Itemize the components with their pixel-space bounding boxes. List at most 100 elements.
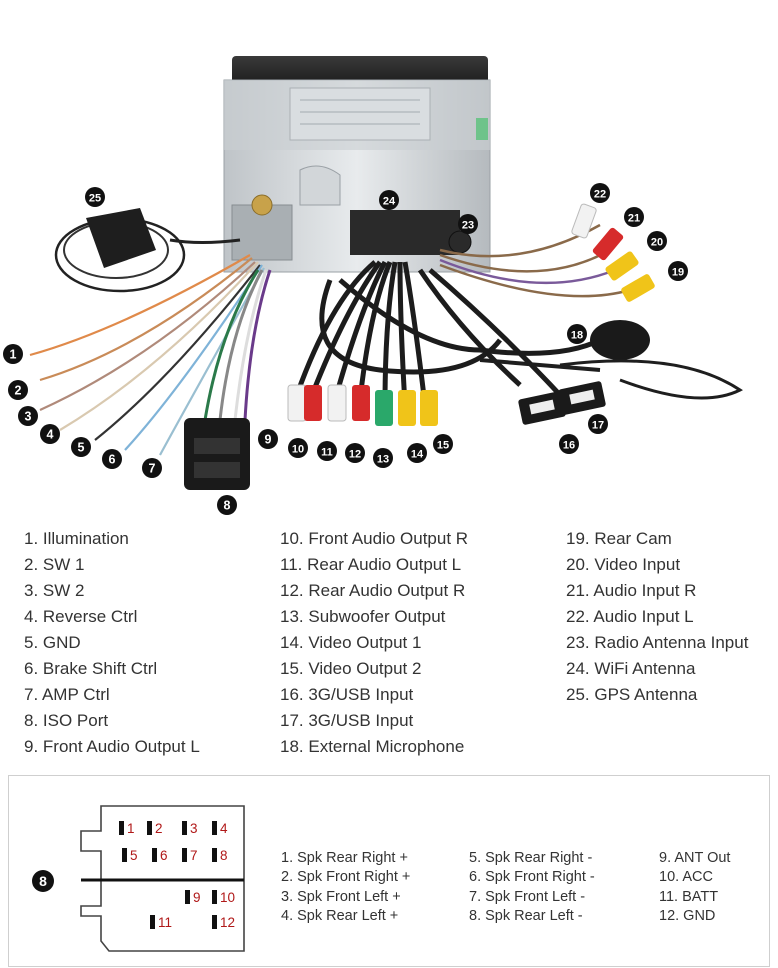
iso-pin-7: 7 bbox=[182, 848, 198, 863]
legend-item: 8. ISO Port bbox=[24, 711, 109, 730]
callout-label: 11 bbox=[321, 447, 333, 459]
external-microphone bbox=[479, 320, 743, 400]
iso-pin-3: 3 bbox=[182, 821, 198, 836]
wire-bundle-left bbox=[29, 254, 272, 456]
legend-item: 19. Rear Cam bbox=[566, 529, 672, 548]
pin-item: 6. Spk Front Right - bbox=[469, 869, 595, 886]
callout-label: 22 bbox=[594, 189, 606, 201]
legend-item: 9. Front Audio Output L bbox=[24, 737, 200, 756]
iso-callout-badge: 8 bbox=[32, 870, 54, 892]
pin-item: 7. Spk Front Left - bbox=[469, 888, 586, 905]
callout-21: 21 bbox=[624, 207, 644, 227]
iso-callout-label: 8 bbox=[39, 873, 47, 889]
iso-pin-label: 9 bbox=[193, 890, 201, 905]
callout-label: 6 bbox=[109, 453, 116, 467]
callout-label: 8 bbox=[224, 499, 231, 513]
callout-16: 16 bbox=[559, 434, 579, 454]
callout-7: 7 bbox=[142, 458, 162, 478]
pin-item: 2. Spk Front Right + bbox=[281, 869, 411, 886]
iso-pin-label: 6 bbox=[160, 848, 168, 863]
callout-label: 7 bbox=[149, 462, 156, 476]
iso-pin-8: 8 bbox=[212, 848, 228, 863]
iso-pin-label: 1 bbox=[127, 821, 135, 836]
legend-item: 6. Brake Shift Ctrl bbox=[24, 659, 158, 678]
iso-pin-6: 6 bbox=[152, 848, 168, 863]
callout-25: 25 bbox=[85, 187, 105, 207]
legend-item: 13. Subwoofer Output bbox=[280, 607, 446, 626]
callout-label: 23 bbox=[462, 220, 474, 232]
legend-item: 12. Rear Audio Output R bbox=[280, 581, 466, 600]
iso-pin-label: 7 bbox=[190, 848, 198, 863]
callout-label: 21 bbox=[628, 213, 640, 225]
head-unit bbox=[223, 56, 491, 273]
pin-item: 12. GND bbox=[659, 907, 716, 924]
callout-label: 13 bbox=[377, 454, 389, 466]
callout-9: 9 bbox=[258, 429, 278, 449]
pin-item: 5. Spk Rear Right - bbox=[469, 850, 593, 866]
callout-label: 9 bbox=[265, 433, 272, 447]
iso-pin-2: 2 bbox=[147, 821, 163, 836]
rca-plugs-input bbox=[439, 203, 655, 302]
iso-pins-column-2: 5. Spk Rear Right - 6. Spk Front Right - 7… bbox=[469, 849, 595, 926]
iso-connector bbox=[184, 418, 250, 490]
callout-5: 5 bbox=[71, 437, 91, 457]
callout-label: 19 bbox=[672, 267, 684, 279]
callout-label: 20 bbox=[651, 237, 663, 249]
iso-pin-label: 5 bbox=[130, 848, 138, 863]
iso-pin-label: 2 bbox=[155, 821, 163, 836]
legend-item: 5. GND bbox=[24, 633, 81, 652]
legend-item: 24. WiFi Antenna bbox=[566, 659, 696, 678]
callout-label: 4 bbox=[47, 428, 54, 442]
pin-item: 3. Spk Front Left + bbox=[281, 888, 401, 905]
iso-pins-column-3: 9. ANT Out 10. ACC 11. BATT 12. GND bbox=[659, 849, 730, 926]
callout-11: 11 bbox=[317, 441, 337, 461]
iso-pin-label: 12 bbox=[220, 915, 235, 930]
legend-item: 22. Audio Input L bbox=[566, 607, 694, 626]
legend-item: 17. 3G/USB Input bbox=[280, 711, 414, 730]
legend-item: 3. SW 2 bbox=[24, 581, 85, 600]
callout-24: 24 bbox=[379, 190, 399, 210]
iso-pin-1: 1 bbox=[119, 821, 135, 836]
iso-pin-5: 5 bbox=[122, 848, 138, 863]
pin-item: 9. ANT Out bbox=[659, 850, 731, 866]
callout-2: 2 bbox=[8, 380, 28, 400]
iso-pin-9: 9 bbox=[185, 890, 201, 905]
callout-label: 10 bbox=[292, 444, 304, 456]
iso-pin-label: 4 bbox=[220, 821, 228, 836]
callout-15: 15 bbox=[433, 434, 453, 454]
legend-item: 10. Front Audio Output R bbox=[280, 529, 469, 548]
iso-plug-outline bbox=[80, 805, 245, 952]
callout-18: 18 bbox=[567, 324, 587, 344]
legend-item: 7. AMP Ctrl bbox=[24, 685, 110, 704]
callout-label: 15 bbox=[437, 440, 449, 452]
legend-item: 15. Video Output 2 bbox=[280, 659, 422, 678]
callout-label: 17 bbox=[592, 420, 604, 432]
pin-item: 10. ACC bbox=[659, 869, 713, 886]
callout-3: 3 bbox=[18, 406, 38, 426]
usb-connectors bbox=[518, 381, 606, 425]
callout-label: 1 bbox=[10, 348, 17, 362]
callout-13: 13 bbox=[373, 448, 393, 468]
pin-item: 11. BATT bbox=[659, 888, 719, 905]
iso-pin-label: 3 bbox=[190, 821, 198, 836]
legend-item: 4. Reverse Ctrl bbox=[24, 607, 138, 626]
legend-item: 21. Audio Input R bbox=[566, 581, 697, 600]
callout-19: 19 bbox=[668, 261, 688, 281]
legend-item: 18. External Microphone bbox=[280, 737, 465, 756]
callout-label: 14 bbox=[411, 449, 424, 461]
callout-8: 8 bbox=[217, 495, 237, 515]
legend-item: 14. Video Output 1 bbox=[280, 633, 422, 652]
callout-label: 3 bbox=[25, 410, 32, 424]
callout-label: 24 bbox=[383, 196, 396, 208]
callout-22: 22 bbox=[590, 183, 610, 203]
callout-4: 4 bbox=[40, 424, 60, 444]
iso-pin-4: 4 bbox=[212, 821, 228, 836]
callout-23: 23 bbox=[458, 214, 478, 234]
callout-1: 1 bbox=[3, 344, 23, 364]
